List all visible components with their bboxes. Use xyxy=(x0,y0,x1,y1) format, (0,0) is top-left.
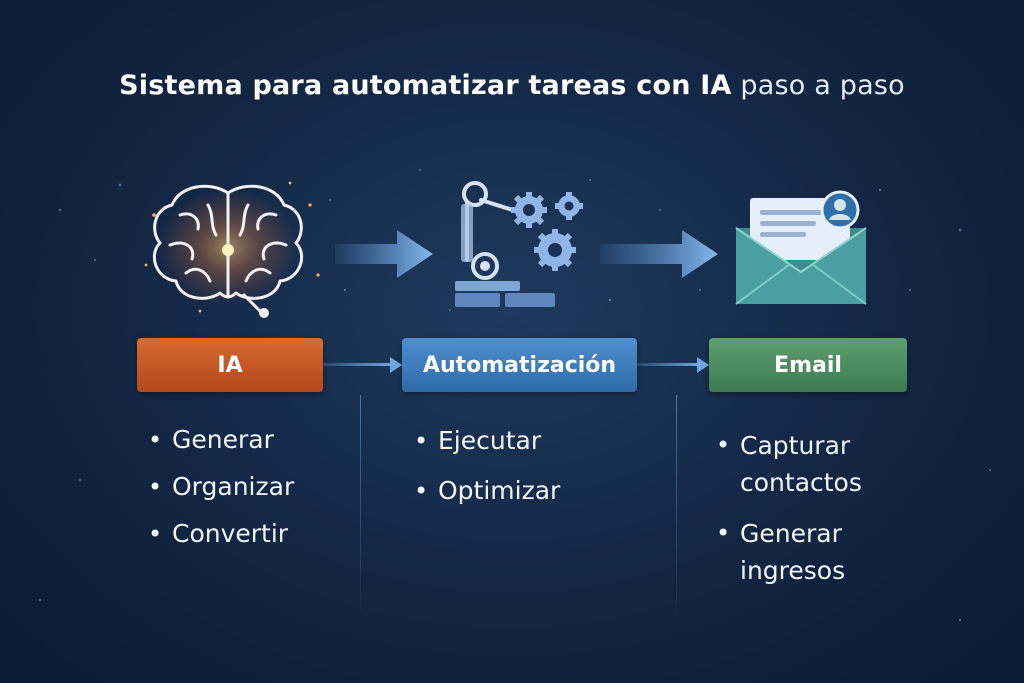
email-bullets: Capturar contactos Generar ingresos xyxy=(716,427,916,589)
connector-1-arrowhead xyxy=(390,357,402,373)
step-email-label: Email xyxy=(774,352,842,378)
connector-2-arrowhead xyxy=(697,357,709,373)
flow-arrow-2 xyxy=(600,230,718,278)
page-title: Sistema para automatizar tareas con IA p… xyxy=(0,70,1024,101)
connector-1 xyxy=(323,363,391,366)
list-item: Capturar contactos xyxy=(716,427,916,501)
brain-icon xyxy=(144,181,320,318)
step-email: Email xyxy=(709,338,907,392)
step-automatizacion: Automatización xyxy=(402,338,637,392)
list-item: Optimizar xyxy=(414,476,560,506)
list-item: Generar xyxy=(148,425,294,455)
ia-bullets: Generar Organizar Convertir xyxy=(148,425,294,549)
email-envelope-icon xyxy=(735,190,867,305)
list-item: Convertir xyxy=(148,519,294,549)
list-item: Ejecutar xyxy=(414,426,560,456)
step-automatizacion-label: Automatización xyxy=(422,352,617,378)
step-ia: IA xyxy=(137,338,323,392)
flow-arrow-1 xyxy=(335,230,433,278)
automatizacion-bullets: Ejecutar Optimizar xyxy=(414,426,560,506)
title-bold: Sistema para automatizar tareas con IA xyxy=(119,70,732,101)
list-item: Organizar xyxy=(148,472,294,502)
robot-arm-gears-icon xyxy=(455,181,583,307)
title-light: paso a paso xyxy=(740,70,905,101)
list-item: Generar ingresos xyxy=(716,515,916,589)
step-ia-label: IA xyxy=(217,352,243,378)
connector-2 xyxy=(637,363,699,366)
divider-1 xyxy=(360,395,361,610)
divider-2 xyxy=(676,395,677,610)
